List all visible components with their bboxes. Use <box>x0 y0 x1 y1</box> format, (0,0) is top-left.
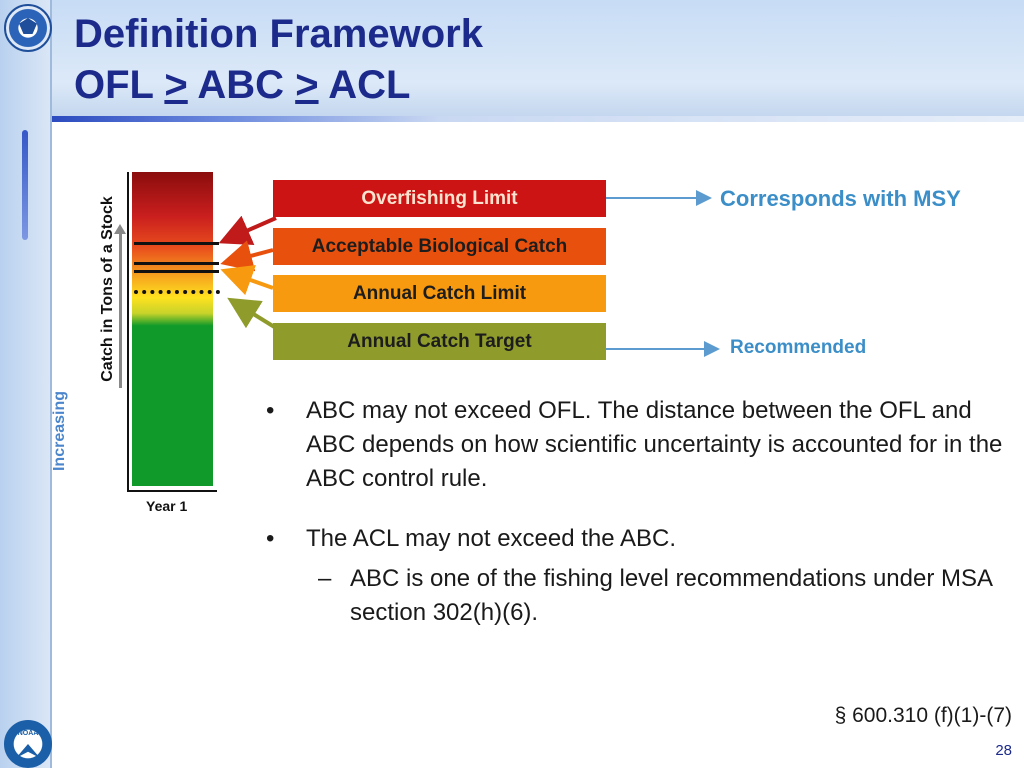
regulation-citation: § 600.310 (f)(1)-(7) <box>834 704 1012 727</box>
subtitle-abc: ABC <box>197 63 285 107</box>
subtitle-acl: ACL <box>328 63 411 107</box>
increasing-arrow-shaft <box>119 232 122 388</box>
sub-bullet-marker: – <box>318 565 332 592</box>
header-rule <box>52 116 1024 122</box>
subtitle-ofl: OFL <box>74 63 154 107</box>
increasing-arrow-head-icon <box>114 224 126 234</box>
catch-gradient-bar <box>132 172 213 486</box>
bullet-text: The ACL may not exceed the ABC. <box>306 525 676 552</box>
noaa-bird-shape <box>16 744 40 758</box>
y-axis-labels: Catch in Tons of a Stock Increasing <box>51 196 130 500</box>
y-axis-label: Catch in Tons of a Stock <box>99 196 116 382</box>
abc-arrow <box>220 240 274 272</box>
acl-level-line <box>134 270 219 273</box>
bullet-text: ABC may not exceed OFL. The distance bet… <box>306 397 1003 492</box>
commerce-seal-icon <box>4 4 52 52</box>
bullet-marker: • <box>266 525 275 552</box>
abc-box: Acceptable Biological Catch <box>273 228 606 265</box>
bullet-marker: • <box>266 397 275 424</box>
slide-title: Definition Framework <box>74 12 483 56</box>
act-box: Annual Catch Target <box>273 323 606 360</box>
y-axis-line <box>127 172 129 492</box>
ofl-box: Overfishing Limit <box>273 180 606 217</box>
left-band-accent <box>22 130 28 240</box>
acl-arrow <box>220 264 274 296</box>
slide-subtitle: OFL > ABC > ACL <box>74 63 410 107</box>
x-axis-label: Year 1 <box>146 498 188 514</box>
header-band <box>52 0 1024 118</box>
sub-bullet-text: ABC is one of the fishing level recommen… <box>350 565 992 626</box>
bullet-item: • ABC may not exceed OFL. The distance b… <box>266 394 1006 496</box>
page-number: 28 <box>995 742 1012 759</box>
act-arrow <box>227 297 278 330</box>
bullet-list: • ABC may not exceed OFL. The distance b… <box>266 394 1006 630</box>
ofl-arrow <box>218 215 277 245</box>
subtitle-gte-1: > <box>164 63 188 107</box>
recommended-label: Recommended <box>730 337 867 358</box>
act-level-dotted-line <box>134 290 220 294</box>
noaa-logo-icon: NOAA <box>4 720 52 768</box>
msy-label: Corresponds with MSY <box>720 186 961 211</box>
abc-level-line <box>134 262 219 265</box>
eagle-shape <box>19 18 37 34</box>
noaa-logo-mark: NOAA <box>17 730 39 737</box>
left-side-band <box>0 0 52 768</box>
bullet-item: • The ACL may not exceed the ABC. <box>266 522 1006 556</box>
subtitle-gte-2: > <box>295 63 319 107</box>
acl-box: Annual Catch Limit <box>273 275 606 312</box>
sub-bullet-item: – ABC is one of the fishing level recomm… <box>266 562 1006 630</box>
ofl-level-line <box>134 242 219 245</box>
y-axis-arrow-label: Increasing <box>51 390 68 472</box>
x-axis-line <box>127 490 217 492</box>
